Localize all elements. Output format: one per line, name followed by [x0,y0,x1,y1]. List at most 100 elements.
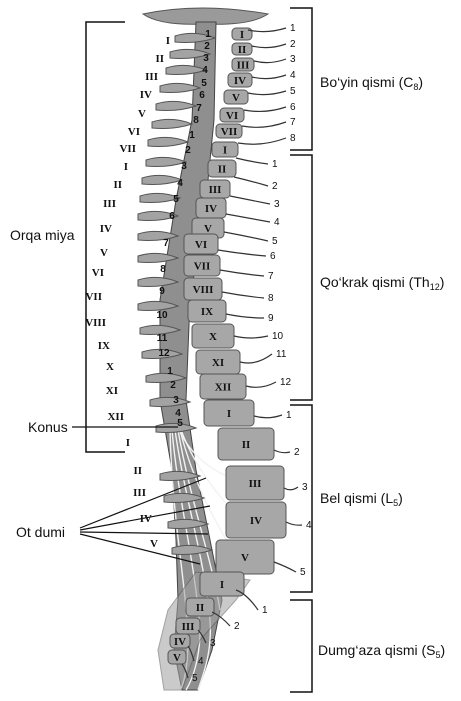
cord-segment-number: 3 [181,161,187,172]
thoracic-vertebra-label: VII [194,261,211,273]
lumbar-nerve-number: 1 [286,410,292,421]
thoracic-nerve-root [236,158,268,164]
cord-segment-number: 5 [177,418,183,429]
thoracic-vertebra-label: VIII [193,284,214,296]
cervical-vertebra-label: VI [226,110,238,122]
cervical-vertebra-label: I [240,29,244,41]
thoracic-nerve-number: 1 [272,159,278,170]
thoracic-vertebra-label: XII [215,382,232,394]
thoracic-nerve-number: 8 [268,293,274,304]
thoracic-nerve-root [234,177,268,186]
lumbar-bracket [290,405,312,592]
posterior-numeral: VI [92,267,104,279]
lumbar-vertebra-label: IV [250,515,262,527]
cord-segment-number: 9 [159,286,165,297]
lumbar-vertebra-label: III [249,478,262,490]
posterior-numeral: VIII [85,317,106,329]
thoracic-vertebra-label: VI [195,239,207,251]
thoracic-vertebra-label: IX [201,306,213,318]
posterior-numeral: IV [100,223,112,235]
cervical-nerve-number: 4 [290,70,296,81]
posterior-numeral: VII [85,291,102,303]
posterior-numeral: I [126,437,130,449]
posterior-numeral: VII [119,143,136,155]
cervical-vertebra-label: VII [221,126,238,138]
posterior-numeral: II [113,179,122,191]
sacral-vertebra-label: IV [174,636,186,648]
posterior-numeral: X [106,361,114,373]
cervical-nerve-number: 3 [290,54,296,65]
cord-segment-number: 4 [177,178,183,189]
cord-segment-number: 1 [167,366,173,377]
cervical-nerve-number: 6 [290,102,296,113]
thoracic-nerve-root [240,354,272,363]
cord-segment-number: 1 [189,130,195,141]
posterior-numeral: II [133,465,142,477]
lumbar-label: Bel qismi (L5) [320,490,403,508]
spinous-process [146,157,186,166]
thoracic-vertebra-label: III [209,184,222,196]
thoracic-bracket [290,155,312,400]
lumbar-nerve-root [284,487,298,490]
posterior-numeral: XI [106,385,118,397]
sacral-vertebra-label: V [173,652,181,664]
cord-segment-number: 5 [173,194,179,205]
thoracic-nerve-root [230,196,270,204]
cord-segment-number: 8 [160,264,166,275]
lumbar-nerve-number: 2 [294,447,300,458]
cervical-nerve-root [248,28,286,32]
posterior-numeral: I [124,161,128,173]
cord-segment-number: 3 [173,395,179,406]
thoracic-nerve-root [222,292,264,298]
thoracic-nerve-number: 4 [274,217,280,228]
sacral-vertebra-label: II [196,602,205,614]
thoracic-vertebra-label: V [204,223,212,235]
cord-segment-number: 8 [193,115,199,126]
posterior-numeral: VI [128,126,140,138]
thoracic-vertebra-label: I [223,145,227,157]
cervical-nerve-root [244,107,286,111]
lumbar-vertebra-label: I [227,408,231,420]
cauda-label: Ot dumi [16,524,65,540]
cord-segment-number: 12 [158,348,170,359]
cervical-nerve-root [248,91,286,95]
spinous-process [156,101,196,110]
cervical-vertebra-label: II [238,44,247,56]
cervical-nerve-number: 5 [290,86,296,97]
sacral-bracket [290,600,312,692]
lumbar-vertebra-label: II [242,439,251,451]
thoracic-nerve-number: 10 [272,331,284,342]
cervical-nerve-number: 1 [290,23,296,34]
posterior-numeral: III [133,487,146,499]
conus-label: Konus [28,419,68,435]
cord-segment-number: 6 [169,211,175,222]
thoracic-nerve-root [226,214,270,222]
sacral-nerve-number: 4 [198,656,204,667]
thoracic-label: Qo‘krak qismi (Th12) [320,274,444,292]
lumbar-nerve-number: 3 [302,482,308,493]
posterior-numeral: III [103,198,116,210]
thoracic-nerve-number: 3 [274,199,280,210]
cervical-nerve-root [238,138,286,144]
thoracic-vertebra-label: X [209,331,217,343]
thoracic-vertebra-label: XI [212,357,224,369]
posterior-numeral: I [166,35,170,47]
sacral-nerve-number: 3 [210,638,216,649]
cervical-nerve-number: 2 [290,39,296,50]
posterior-numeral: XII [107,411,124,423]
spinous-process [148,137,188,146]
sacral-nerve-number: 2 [234,621,240,632]
posterior-numeral: V [150,538,158,550]
posterior-numeral: II [155,53,164,65]
lumbar-nerve-number: 5 [300,567,306,578]
cord-segment-number: 2 [185,145,191,156]
posterior-numeral: V [100,247,108,259]
thoracic-nerve-root [234,336,268,338]
cervical-nerve-root [252,44,286,48]
thoracic-nerve-root [220,270,264,276]
sacral-label: Dumg‘aza qismi (S5) [318,642,445,660]
cord-segment-number: 4 [202,65,208,76]
cervical-vertebra-label: V [232,92,240,104]
